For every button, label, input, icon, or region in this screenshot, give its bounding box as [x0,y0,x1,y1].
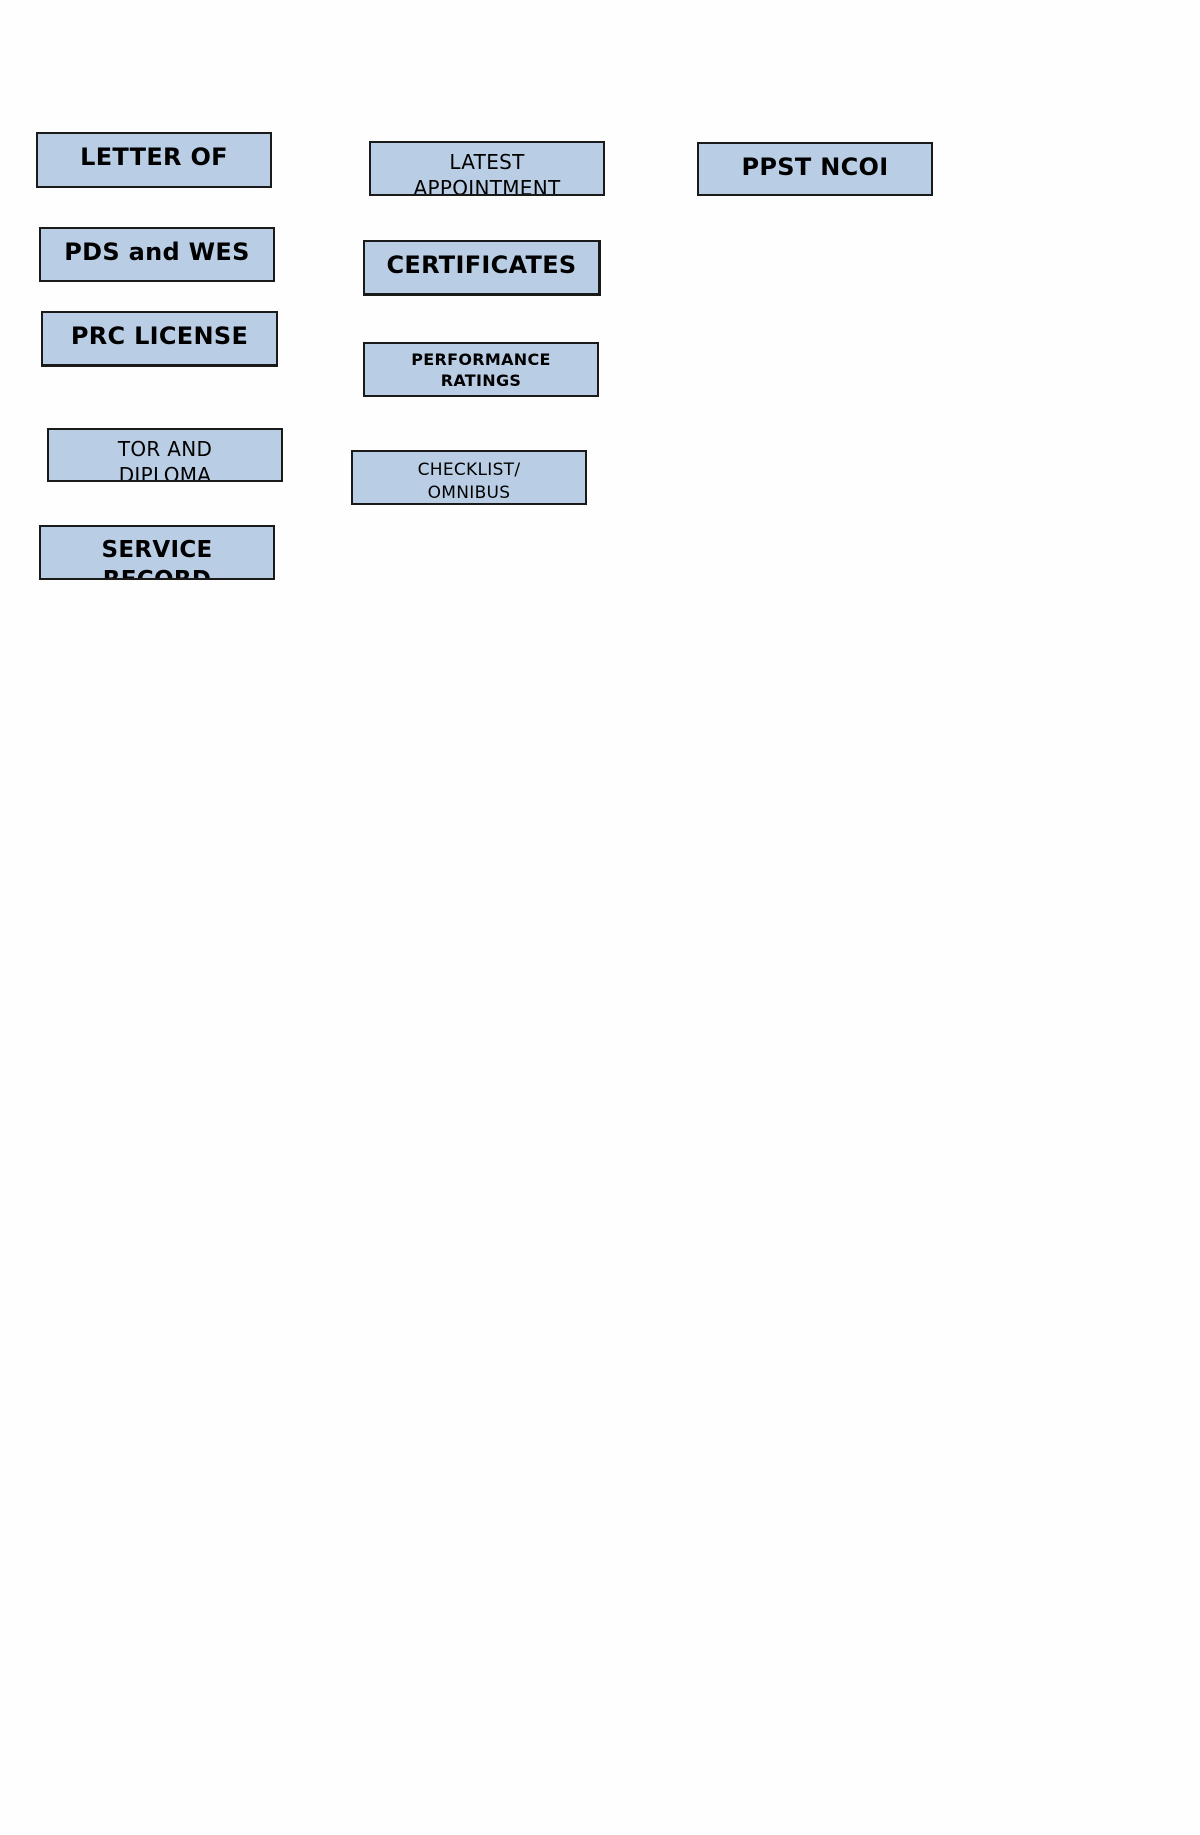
ppst-ncoi-label: PPST NCOI [741,153,889,181]
pds-and-wes-button[interactable]: PDS and WES [39,227,275,282]
performance-ratings-label: PERFORMANCE RATINGS [411,350,551,390]
tor-and-diploma-label: TOR AND DIPLOMA [117,437,213,482]
certificates-label: CERTIFICATES [386,251,577,279]
ppst-ncoi-button[interactable]: PPST NCOI [697,142,933,196]
checklist-omnibus-label: CHECKLIST/ OMNIBUS [417,460,521,503]
pds-and-wes-label: PDS and WES [64,238,250,266]
certificates-button[interactable]: CERTIFICATES [363,240,601,296]
prc-license-button[interactable]: PRC LICENSE [41,311,278,367]
tor-and-diploma-button[interactable]: TOR AND DIPLOMA [47,428,283,482]
service-record-label: SERVICE RECORD [101,537,213,580]
letter-of-button[interactable]: LETTER OF [36,132,272,188]
latest-appointment-label: LATEST APPOINTMENT [413,150,561,196]
letter-of-label: LETTER OF [80,143,228,171]
checklist-omnibus-button[interactable]: CHECKLIST/ OMNIBUS [351,450,587,505]
prc-license-label: PRC LICENSE [70,322,249,350]
performance-ratings-button[interactable]: PERFORMANCE RATINGS [363,342,599,397]
latest-appointment-button[interactable]: LATEST APPOINTMENT [369,141,605,196]
service-record-button[interactable]: SERVICE RECORD [39,525,275,580]
